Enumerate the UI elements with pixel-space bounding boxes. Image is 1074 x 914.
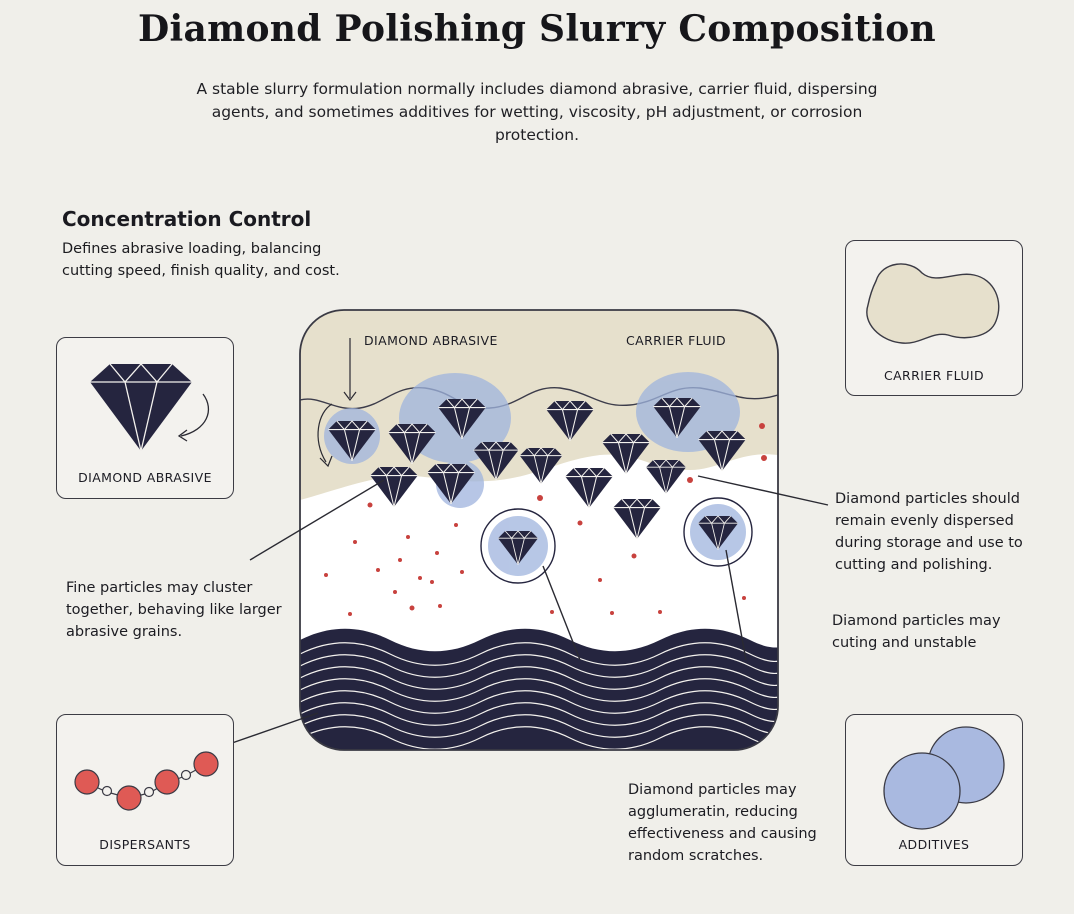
card-additives: ADDITIVES [845,714,1023,866]
card-diamond-abrasive-label: DIAMOND ABRASIVE [78,470,212,485]
card-dispersants-label: DISPERSANTS [99,837,191,852]
card-carrier-fluid-label: CARRIER FLUID [883,368,985,383]
intro-text: A stable slurry formulation normally inc… [196,80,878,144]
card-diamond-abrasive: DIAMOND ABRASIVE [56,337,234,499]
concentration-heading: Concentration Control [62,207,312,231]
note-unstable: Diamond particles may cuting and unstabl… [832,613,1001,651]
additives-circles-icon [883,726,1005,830]
concentration-text: Defines abrasive loading, balancing cutt… [62,241,340,279]
card-additives-label: ADDITIVES [898,837,970,852]
label-carrier-fluid: CARRIER FLUID [626,333,727,348]
label-diamond-abrasive: DIAMOND ABRASIVE [364,333,498,348]
diamond-icon [90,363,210,452]
note-agglomeration: Diamond particles may agglumeratin, redu… [628,782,817,864]
red-particles [324,423,767,616]
page-title: Diamond Polishing Slurry Composition [137,8,937,50]
note-dispersed: Diamond particles should remain evenly d… [835,491,1023,573]
dispersant-chain-icon [74,751,219,811]
circulation-arrows [317,338,357,468]
callout-lines [231,475,829,744]
card-dispersants: DISPERSANTS [56,714,234,866]
card-carrier-fluid: CARRIER FLUID [845,240,1023,396]
note-cluster: Fine particles may cluster together, beh… [66,580,282,640]
fluid-blob-icon [866,263,1000,344]
polishing-pad [300,628,778,750]
slurry-box-content [300,310,778,750]
